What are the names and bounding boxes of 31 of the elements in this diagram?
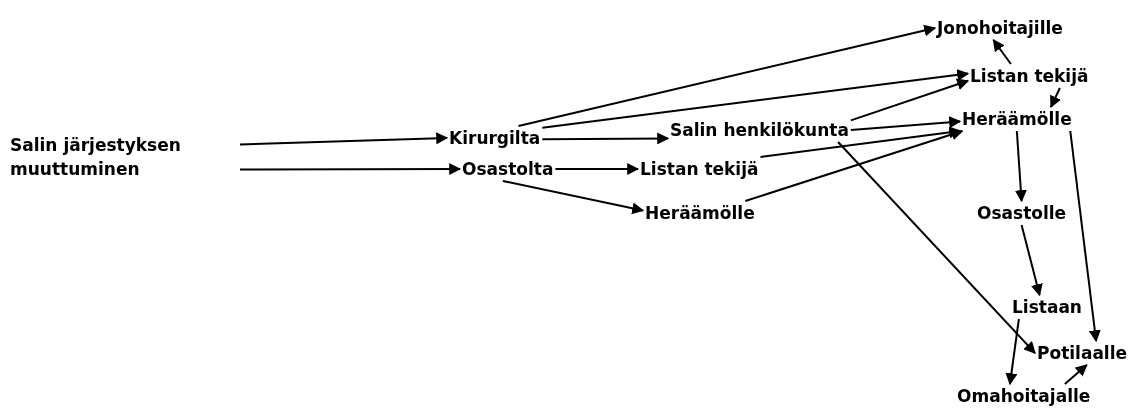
arrow (541, 132, 670, 145)
flow-label: Heräämölle (643, 201, 757, 225)
flow-label: Osastolta (460, 157, 556, 181)
arrow (517, 24, 937, 127)
arrow (1069, 130, 1101, 343)
arrow (239, 163, 462, 175)
flow-label: Kirurgilta (447, 126, 543, 150)
arrow (1063, 364, 1088, 385)
flow-label: Salin järjestyksen muuttuminen (8, 132, 240, 182)
arrow (501, 180, 645, 215)
flow-label: Listaan (1010, 295, 1084, 319)
arrow (1005, 318, 1020, 386)
arrow (837, 141, 1036, 354)
flow-label: Osastolle (975, 201, 1069, 225)
flow-label: Listan tekijä (638, 157, 761, 181)
arrow (1014, 130, 1027, 203)
flow-label: Jonohoitajille (935, 16, 1065, 40)
arrow (1020, 224, 1043, 297)
arrow (239, 132, 449, 146)
flow-label: Salin henkilökunta (668, 118, 851, 142)
arrow (744, 128, 964, 202)
arrow (554, 163, 640, 175)
arrow (1049, 87, 1061, 109)
arrow (992, 39, 1012, 65)
flow-label: Omahoitajalle (955, 384, 1093, 408)
arrow (541, 69, 970, 129)
flow-label: Heräämölle (960, 107, 1074, 131)
flow-label: Potilaalle (1035, 341, 1130, 365)
arrow (849, 78, 970, 122)
arrow (849, 116, 962, 131)
flow-label: Listan tekijä (968, 64, 1091, 88)
